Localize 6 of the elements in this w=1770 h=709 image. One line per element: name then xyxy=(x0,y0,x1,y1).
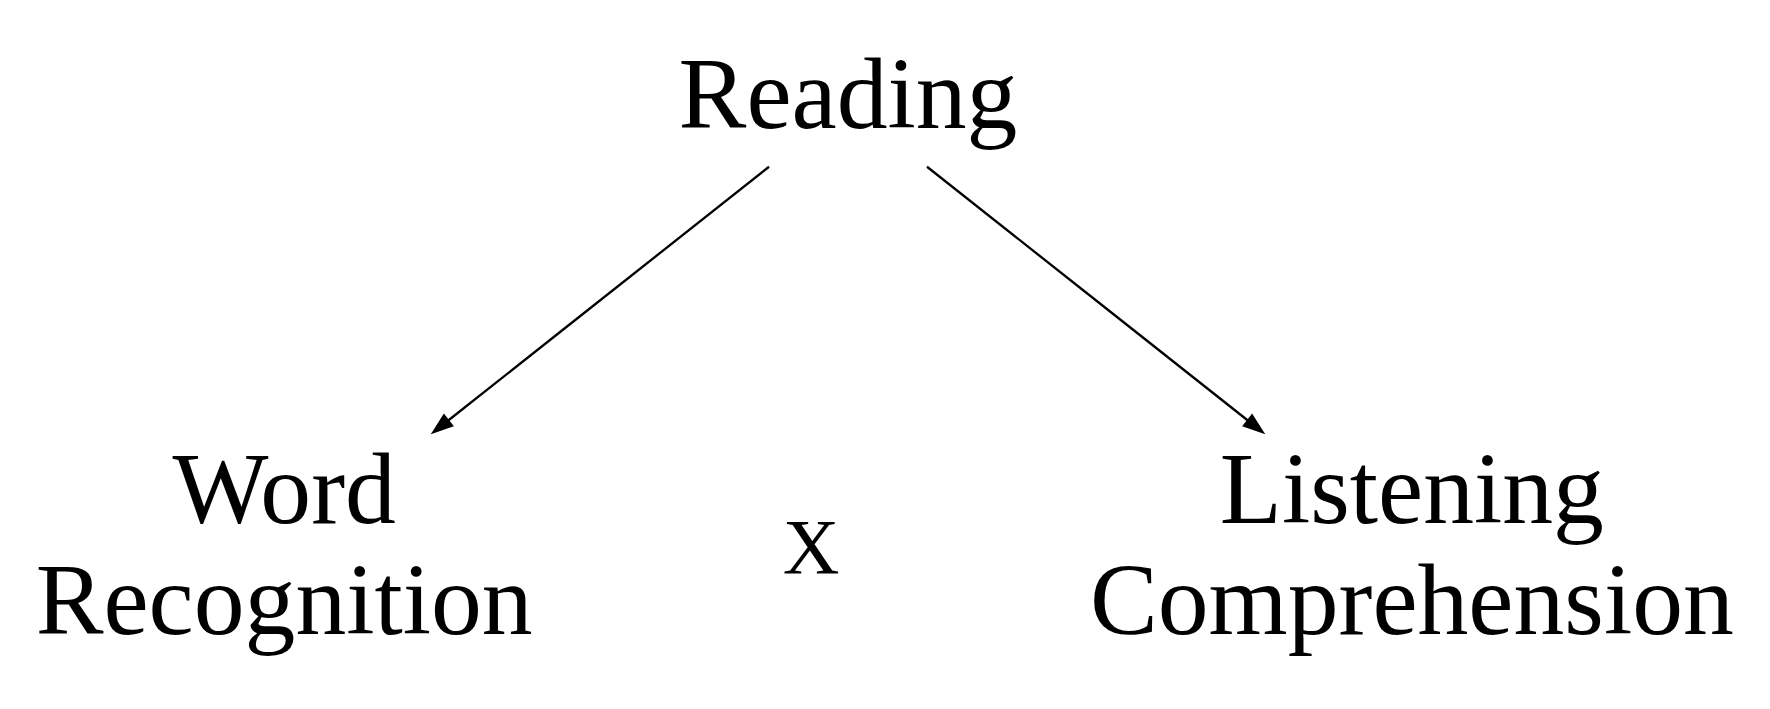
node-text: Word Recognition xyxy=(35,431,533,656)
node-text: Reading xyxy=(678,36,1018,150)
arrow xyxy=(926,165,1266,434)
label: X xyxy=(782,502,840,590)
node-text: Listening Comprehension xyxy=(1089,431,1734,656)
arrow xyxy=(430,165,770,434)
